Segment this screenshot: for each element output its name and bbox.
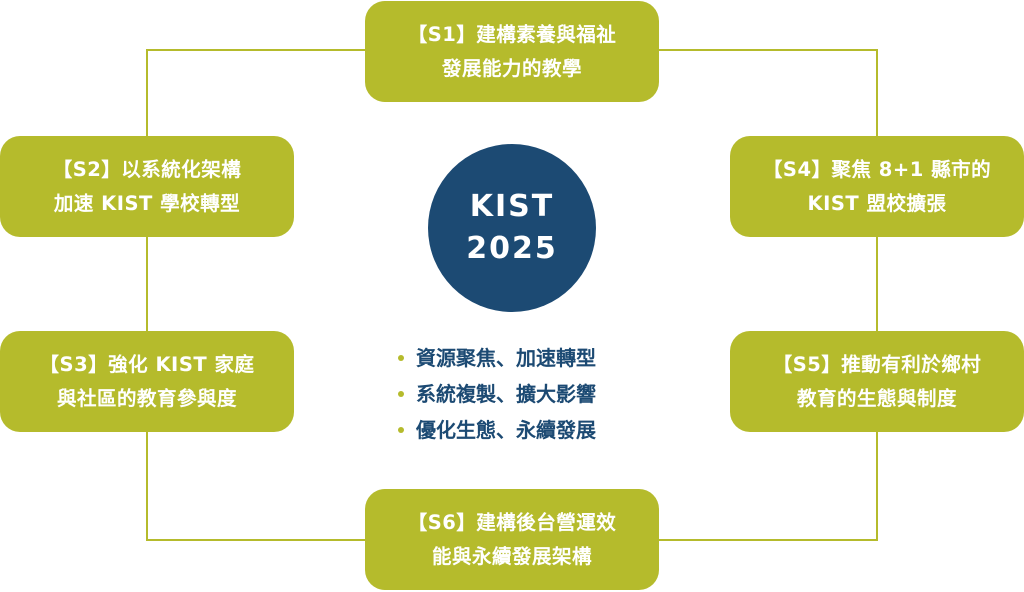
strategy-s3-line1: 【S3】強化 KIST 家庭: [39, 352, 255, 376]
bullet-dot-icon: [398, 391, 404, 397]
strategy-s4-line2: KIST 盟校擴張: [807, 191, 947, 215]
strategy-s5-line2: 教育的生態與制度: [796, 386, 957, 410]
strategy-s3-line2: 與社區的教育參與度: [56, 386, 237, 410]
goal-text: 資源聚焦、加速轉型: [416, 346, 596, 370]
strategy-s5-box: 【S5】推動有利於鄉村 教育的生態與制度: [730, 331, 1024, 432]
goal-text: 優化生態、永續發展: [416, 418, 596, 442]
strategy-s4-box: 【S4】聚焦 8+1 縣市的 KIST 盟校擴張: [730, 136, 1024, 237]
strategy-s6-line2: 能與永續發展架構: [431, 544, 592, 568]
bullet-dot-icon: [398, 427, 404, 433]
strategy-s2-line1: 【S2】以系統化架構: [52, 157, 242, 181]
strategy-s1-line2: 發展能力的教學: [441, 56, 582, 80]
strategy-s2-box: 【S2】以系統化架構 加速 KIST 學校轉型: [0, 136, 294, 237]
strategy-s6-line1: 【S6】建構後台營運效: [407, 510, 617, 534]
bullet-dot-icon: [398, 355, 404, 361]
strategy-s5-line1: 【S5】推動有利於鄉村: [772, 352, 982, 376]
connector-left: [146, 49, 365, 541]
hub-circle: KIST 2025: [428, 144, 596, 312]
goal-list: 資源聚焦、加速轉型 系統複製、擴大影響 優化生態、永續發展: [398, 340, 596, 448]
strategy-s4-line1: 【S4】聚焦 8+1 縣市的: [762, 157, 992, 181]
goal-item: 優化生態、永續發展: [398, 412, 596, 448]
strategy-s1-line1: 【S1】建構素養與福祉: [407, 22, 617, 46]
connector-right: [659, 49, 878, 541]
hub-year: 2025: [466, 231, 558, 266]
goal-item: 資源聚焦、加速轉型: [398, 340, 596, 376]
goal-text: 系統複製、擴大影響: [416, 382, 596, 406]
hub-title: KIST: [469, 189, 555, 224]
strategy-s1-box: 【S1】建構素養與福祉 發展能力的教學: [365, 1, 659, 102]
strategy-s2-line2: 加速 KIST 學校轉型: [53, 191, 241, 215]
strategy-s3-box: 【S3】強化 KIST 家庭 與社區的教育參與度: [0, 331, 294, 432]
strategy-s6-box: 【S6】建構後台營運效 能與永續發展架構: [365, 489, 659, 590]
goal-item: 系統複製、擴大影響: [398, 376, 596, 412]
